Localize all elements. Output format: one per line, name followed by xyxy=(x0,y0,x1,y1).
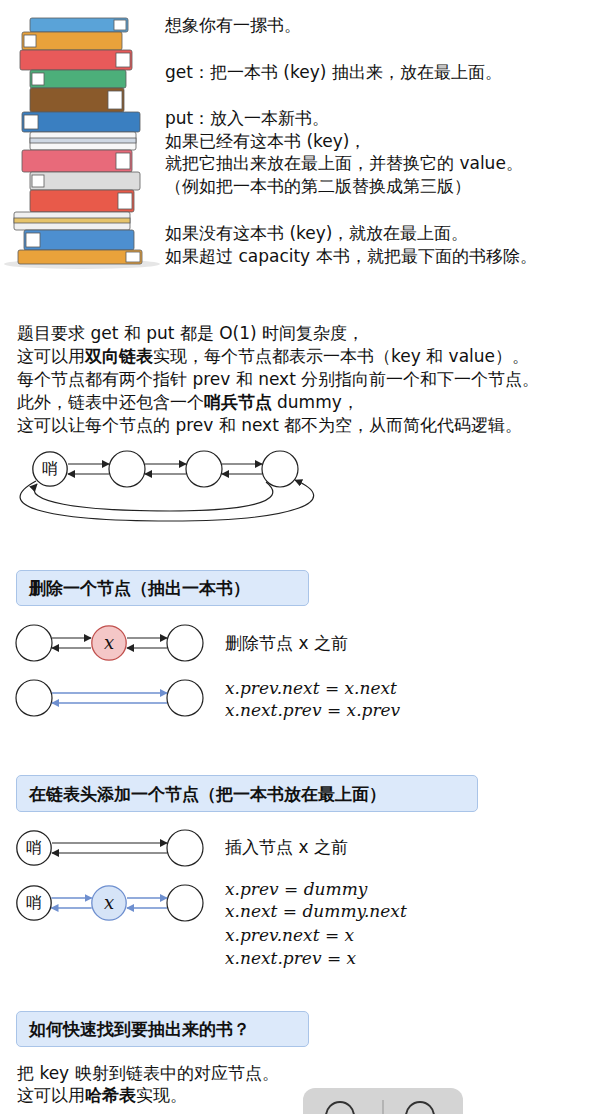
bold-term: 哈希表 xyxy=(85,1085,136,1105)
bold-term: 哨兵节点 xyxy=(204,392,272,412)
insert-diagram xyxy=(52,830,203,921)
text-line: 这可以用哈希表实现。 xyxy=(17,1084,187,1106)
text-line: get：把一本书 (key) 抽出来，放在最上面。 xyxy=(165,61,502,83)
list-node-circle: x xyxy=(91,885,127,921)
body-text: 这可以用 xyxy=(17,346,85,366)
section-heading: 在链表头添加一个节点（把一本书放在最上面） xyxy=(16,775,478,812)
body-text: get：把一本书 (key) 抽出来，放在最上面。 xyxy=(165,62,502,82)
text-line: 题目要求 get 和 put 都是 O(1) 时间复杂度， xyxy=(17,322,364,344)
section-heading: 如何快速找到要抽出来的书？ xyxy=(16,1011,309,1047)
body-text: 每个节点都有两个指针 prev 和 next 分别指向前一个和下一个节点。 xyxy=(17,369,539,389)
text-line: 每个节点都有两个指针 prev 和 next 分别指向前一个和下一个节点。 xyxy=(17,368,539,390)
text-line: put：放入一本新书。 xyxy=(165,107,329,129)
node-label: 哨 xyxy=(26,895,42,911)
body-text: 如果没有这本书 (key)，就放在最上面。 xyxy=(165,223,468,243)
text-line: x.prev.next = x xyxy=(225,924,354,946)
body-text: 实现，每个节点都表示一本书（key 和 value）。 xyxy=(153,346,529,366)
text-line: 插入节点 x 之前 xyxy=(225,836,348,858)
text-line: 这可以用双向链表实现，每个节点都表示一本书（key 和 value）。 xyxy=(17,345,529,367)
body-text: 这可以用 xyxy=(17,1085,85,1105)
formula-text: x.prev.next = x.next xyxy=(225,678,397,698)
text-line: 想象你有一摞书。 xyxy=(165,14,301,36)
delete-diagram xyxy=(16,625,203,716)
list-node-circle: 哨 xyxy=(16,885,52,921)
book-stack xyxy=(4,18,160,269)
pointer-arrow xyxy=(51,907,91,909)
text-line: x.next.prev = x.prev xyxy=(225,699,400,721)
body-text: 删除节点 x 之前 xyxy=(225,633,348,653)
body-text: 如果已经有这本书 (key)， xyxy=(165,131,366,151)
body-text: 就把它抽出来放在最上面，并替换它的 value。 xyxy=(165,153,523,173)
body-text: 想象你有一摞书。 xyxy=(165,15,301,35)
body-text: 此外，链表中还包含一个 xyxy=(17,392,204,412)
formula-text: x.next.prev = x xyxy=(225,948,356,968)
text-line: x.next.prev = x xyxy=(225,947,356,969)
body-text: 插入节点 x 之前 xyxy=(225,837,348,857)
body-text: 如果超过 capacity 本书，就把最下面的书移除。 xyxy=(165,246,537,266)
pointer-arrow xyxy=(51,897,91,899)
text-line: 就把它抽出来放在最上面，并替换它的 value。 xyxy=(165,152,523,174)
body-text: 把 key 映射到链表中的对应节点。 xyxy=(17,1063,279,1083)
node-label: 哨 xyxy=(26,840,42,856)
formula-text: x.prev.next = x xyxy=(225,925,354,945)
list-diagram xyxy=(20,451,314,521)
body-text: put：放入一本新书。 xyxy=(165,108,329,128)
section-heading: 删除一个节点（抽出一本书） xyxy=(16,570,309,606)
overlay-widget xyxy=(303,1088,463,1114)
text-line: x.prev.next = x.next xyxy=(225,677,397,699)
text-line: 删除节点 x 之前 xyxy=(225,632,348,654)
node-label: x xyxy=(104,634,114,652)
body-text: 这可以让每个节点的 prev 和 next 都不为空，从而简化代码逻辑。 xyxy=(17,415,522,435)
heading-text: 删除一个节点（抽出一本书） xyxy=(29,577,250,599)
formula-text: x.next.prev = x.prev xyxy=(225,700,400,720)
list-node-circle: 哨 xyxy=(16,830,52,866)
body-text: （例如把一本书的第二版替换成第三版） xyxy=(165,176,471,196)
body-text: 实现。 xyxy=(136,1085,187,1105)
text-line: 把 key 映射到链表中的对应节点。 xyxy=(17,1062,279,1084)
formula-text: x.prev = dummy xyxy=(225,879,367,899)
text-line: （例如把一本书的第二版替换成第三版） xyxy=(165,175,471,197)
text-line: 如果已经有这本书 (key)， xyxy=(165,130,366,152)
node-label: x xyxy=(104,894,114,912)
text-line: 此外，链表中还包含一个哨兵节点dummy， xyxy=(17,391,359,413)
body-text: dummy， xyxy=(277,392,359,412)
node-label: 哨 xyxy=(42,461,58,477)
text-line: x.next = dummy.next xyxy=(225,900,407,922)
text-line: 这可以让每个节点的 prev 和 next 都不为空，从而简化代码逻辑。 xyxy=(17,414,522,436)
list-node-circle: x xyxy=(91,625,127,661)
text-line: x.prev = dummy xyxy=(225,878,367,900)
bold-term: 双向链表 xyxy=(85,346,153,366)
formula-text: x.next = dummy.next xyxy=(225,901,407,921)
heading-text: 在链表头添加一个节点（把一本书放在最上面） xyxy=(29,783,386,805)
body-text: 题目要求 get 和 put 都是 O(1) 时间复杂度， xyxy=(17,323,364,343)
list-node-circle: 哨 xyxy=(32,451,68,487)
text-line: 如果没有这本书 (key)，就放在最上面。 xyxy=(165,222,468,244)
heading-text: 如何快速找到要抽出来的书？ xyxy=(29,1018,250,1040)
text-line: 如果超过 capacity 本书，就把最下面的书移除。 xyxy=(165,245,537,267)
